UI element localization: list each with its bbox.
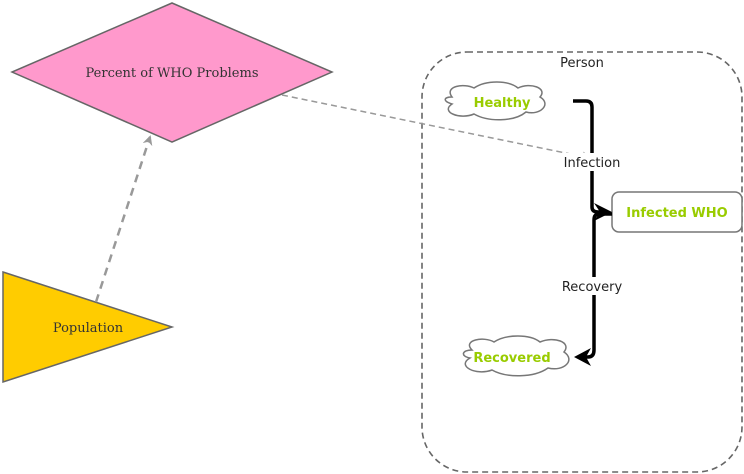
- infection-arrowhead: [594, 203, 612, 221]
- infection-label-bg: [558, 153, 626, 171]
- percent-who-problems-variable[interactable]: [10, 2, 334, 143]
- recovered-label: Recovered: [473, 351, 550, 366]
- recovery-arrowhead: [574, 348, 591, 366]
- infection-label: Infection: [564, 156, 621, 171]
- population-label: Population: [53, 321, 124, 336]
- healthy-label: Healthy: [474, 96, 531, 111]
- variable-to-infection-link[interactable]: [281, 94, 592, 162]
- person-group[interactable]: [421, 51, 743, 473]
- recovery-label: Recovery: [562, 280, 623, 295]
- healthy-state[interactable]: [444, 81, 546, 121]
- person-group-label: Person: [560, 56, 604, 71]
- infected-who-label: Infected WHO: [626, 206, 727, 221]
- population-to-variable-link[interactable]: [94, 135, 153, 303]
- percent-who-problems-label: Percent of WHO Problems: [86, 66, 259, 81]
- population-agent[interactable]: [2, 270, 175, 384]
- recovery-label-bg: [559, 277, 625, 295]
- recovered-state[interactable]: [462, 335, 570, 377]
